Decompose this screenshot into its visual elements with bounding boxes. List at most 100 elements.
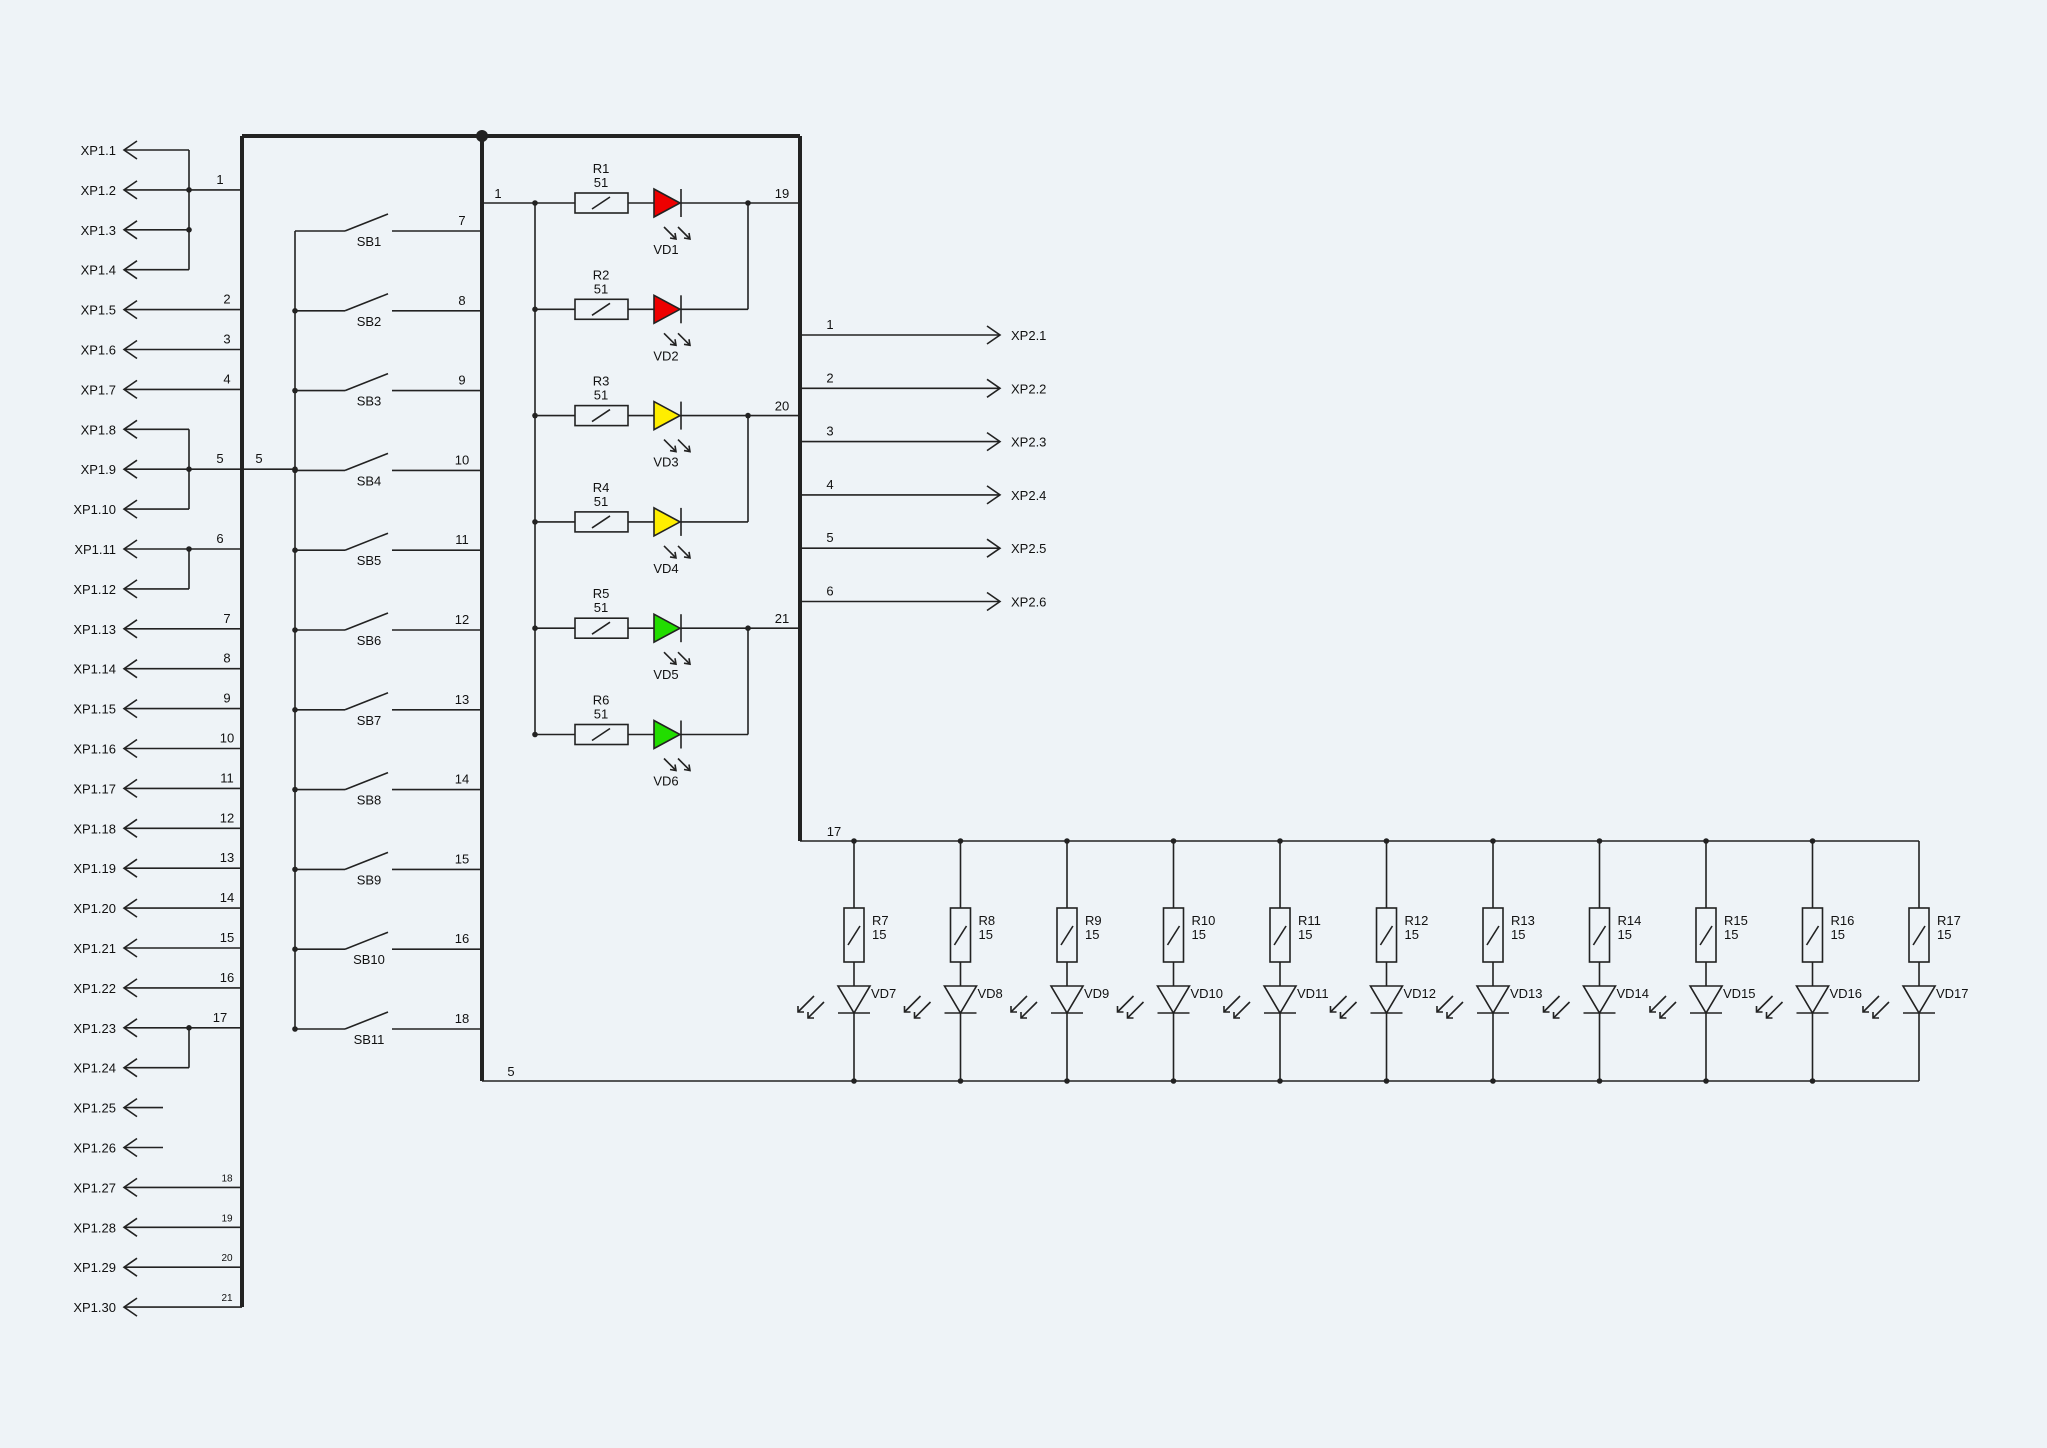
- resistor-slash: [1273, 925, 1287, 946]
- connector-pin-label: XP1.22: [73, 981, 116, 996]
- switch-contact: [344, 771, 389, 791]
- light-arrow: [677, 545, 691, 559]
- net-label: 19: [221, 1213, 233, 1224]
- resistor-designator: R3: [593, 374, 610, 389]
- light-arrowhead: [683, 764, 691, 772]
- connector-pin-label: XP1.5: [81, 303, 116, 318]
- connector-pin-label: XP1.7: [81, 382, 116, 397]
- xp1-pin: XP1.5 2: [81, 292, 242, 320]
- light-arrowhead: [1223, 1006, 1230, 1013]
- light-arrowhead: [1233, 1012, 1240, 1019]
- led-designator: VD5: [653, 667, 678, 682]
- connector-pin-label: XP1.30: [73, 1300, 116, 1315]
- pin-arrowhead: [986, 538, 1002, 558]
- resistor-value: 15: [1192, 927, 1206, 942]
- led-triangle: [653, 187, 682, 219]
- light-arrow: [807, 1001, 825, 1019]
- resistor-value: 51: [594, 707, 608, 722]
- light-arrowhead: [1659, 1012, 1666, 1019]
- resistor-value: 15: [1724, 927, 1738, 942]
- switch-designator: SB10: [353, 952, 385, 967]
- light-arrowhead: [807, 1012, 814, 1019]
- led-triangle: [943, 985, 978, 1015]
- connector-pin-label: XP1.26: [73, 1141, 116, 1156]
- xp1-pin: XP1.8: [81, 419, 189, 439]
- connector-pin-label: XP1.11: [74, 542, 116, 557]
- switch-contact: [344, 612, 389, 631]
- net-label: 5: [826, 530, 833, 545]
- resistor-value: 15: [1298, 927, 1312, 942]
- net-label: 10: [455, 452, 469, 467]
- light-arrowhead: [797, 1006, 804, 1013]
- net-label: 17: [827, 824, 841, 839]
- light-arrow: [1233, 1001, 1251, 1019]
- light-arrowhead: [1872, 1012, 1879, 1019]
- resistor-slash: [847, 925, 861, 946]
- net-label: 4: [826, 477, 833, 492]
- net-label: 5: [255, 451, 262, 466]
- pin-arrowhead: [986, 378, 1002, 398]
- light-arrow: [1223, 995, 1241, 1013]
- resistor-value: 15: [979, 927, 993, 942]
- led-triangle: [1688, 985, 1724, 1015]
- light-arrow: [663, 332, 677, 346]
- resistor-value: 15: [1831, 927, 1845, 942]
- light-arrow: [1755, 995, 1774, 1013]
- light-arrowhead: [1126, 1012, 1134, 1019]
- resistor-designator: R16: [1831, 913, 1855, 928]
- net-label: 18: [221, 1173, 233, 1184]
- net-label: 3: [826, 424, 833, 439]
- xp1-pin: XP1.63: [81, 332, 242, 360]
- light-arrowhead: [669, 551, 677, 559]
- resistor-slash: [953, 925, 968, 946]
- net-label: 15: [455, 851, 469, 866]
- light-arrowhead: [1436, 1006, 1443, 1013]
- resistor-slash: [1379, 925, 1394, 946]
- switch-contact: [344, 851, 389, 871]
- net-label: 12: [220, 810, 234, 825]
- connector-pin-label: XP1.19: [73, 861, 116, 876]
- resistor-value: 15: [1618, 927, 1632, 942]
- connector-pin-label: XP1.4: [81, 263, 116, 278]
- switch-contact: [344, 1011, 389, 1030]
- resistor-slash: [591, 408, 611, 423]
- resistor-designator: R4: [593, 480, 610, 495]
- resistor-designator: R15: [1724, 913, 1748, 928]
- switch-designator: SB1: [357, 234, 382, 249]
- connector-pin-label: XP1.28: [73, 1220, 116, 1235]
- switch-contact: [344, 532, 389, 551]
- led-designator: VD10: [1191, 986, 1224, 1001]
- xp1-pin: XP1.3: [81, 220, 189, 240]
- xp1-pin: XP1.9: [81, 459, 189, 479]
- connector-pin-label: XP1.3: [81, 223, 116, 238]
- light-arrowhead: [669, 232, 677, 240]
- resistor-slash: [591, 515, 611, 529]
- connector-pin-label: XP1.1: [81, 143, 116, 158]
- led-triangle: [1475, 985, 1511, 1015]
- light-arrow: [1446, 1001, 1464, 1019]
- resistor-designator: R6: [593, 693, 610, 708]
- connector-pin-label: XP1.25: [73, 1101, 116, 1116]
- light-arrow: [663, 545, 677, 559]
- led-designator: VD17: [1936, 986, 1969, 1001]
- xp1-pin: XP1.148: [73, 651, 242, 679]
- light-arrow: [677, 439, 691, 453]
- led-designator: VD8: [978, 986, 1003, 1001]
- pin-arrowhead: [986, 431, 1002, 452]
- resistor-slash: [591, 196, 611, 210]
- connector-pin-label: XP2.4: [1011, 488, 1046, 503]
- net-label: 2: [223, 292, 230, 307]
- net-label: 1: [216, 172, 223, 187]
